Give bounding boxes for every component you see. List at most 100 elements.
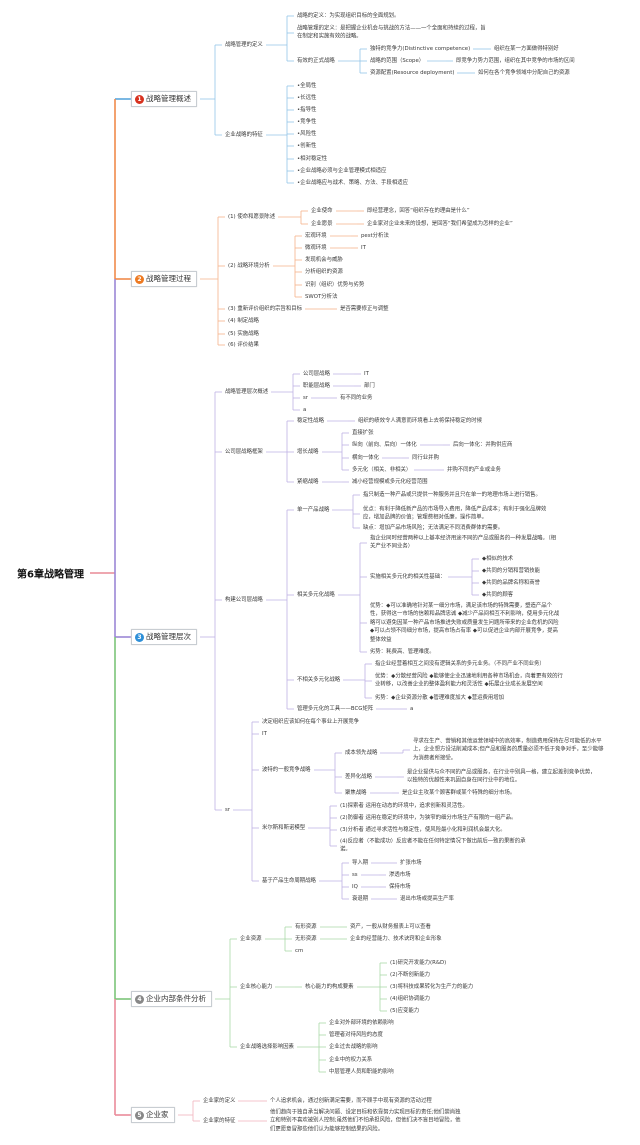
leaf-node[interactable]: 优势：◆可以准确地针对某一细分市场，满足该市场的特殊需要，塑造产品个 性，获得这…	[370, 602, 560, 643]
leaf-node[interactable]: (1)研究开发能力(R&D)	[390, 959, 447, 966]
leaf-node[interactable]: 组织的绩效令人满意而环境看上去将保持稳定的时候	[358, 417, 482, 424]
topic-node[interactable]: IQ	[352, 883, 358, 890]
leaf-node[interactable]: •企业战略应与战术、策略、方法、手段相适应	[297, 179, 408, 186]
leaf-node[interactable]: 减小经营规模或多元化经营范围	[352, 478, 428, 485]
leaf-node[interactable]: ◆共同的分销和营销技能	[482, 567, 541, 574]
leaf-node[interactable]: 优势：◆分散经营风险 ◆能够使企业迅速地利用各种市场机会，向着更有效的行 业转移…	[375, 673, 563, 688]
topic-node[interactable]: 差异化战略	[345, 773, 372, 780]
leaf-node[interactable]: 指只制造一种产品或只提供一种服务并且只在单一的地理市场上进行销售。	[363, 491, 541, 498]
topic-node[interactable]: 相关多元化战略	[297, 591, 335, 598]
topic-node[interactable]: 实施相关多元化的相关性基础：	[370, 573, 446, 580]
leaf-node[interactable]: 资产，一般从财务报表上可以查看	[350, 923, 431, 930]
leaf-node[interactable]: 保持市场	[389, 883, 411, 890]
leaf-node[interactable]: cm	[295, 947, 304, 954]
topic-node[interactable]: 战略管理的定义	[225, 41, 263, 48]
topic-node[interactable]: 企业使命	[311, 207, 333, 214]
leaf-node[interactable]: 识别（组织）优势与劣势	[305, 281, 365, 288]
leaf-node[interactable]: IT	[262, 730, 267, 737]
topic-node[interactable]: 公司层战略框架	[225, 448, 263, 455]
topic-node[interactable]: sr	[303, 394, 309, 401]
leaf-node[interactable]: 企业的经营能力、技术诀窍和企业形象	[350, 935, 442, 942]
topic-node[interactable]: 单一产品战略	[297, 506, 330, 513]
leaf-node[interactable]: 是企业提供与众不同的产品或服务，在行业中别具一格，建立起差别竞争优势， 以独特的…	[407, 769, 596, 784]
topic-node[interactable]: 多元化（相关、非相关）	[352, 466, 412, 473]
leaf-node[interactable]: •企业战略必须与企业管理模式相适应	[297, 167, 387, 174]
topic-node[interactable]: 波特的一般竞争战略	[262, 766, 311, 773]
leaf-node[interactable]: 战略的定义：为实现组织目标的全面规划。	[297, 12, 400, 19]
topic-node[interactable]: 企业愿景	[311, 220, 333, 227]
leaf-node[interactable]: (2)防御者 运用在稳定的环境中，为狭窄的细分市场生产有限的一组产品。	[340, 814, 517, 821]
topic-node[interactable]: 米尔斯和斯诺模型	[262, 824, 306, 831]
topic-node[interactable]: 横向一体化	[352, 454, 379, 461]
leaf-node[interactable]: ◆共同的品牌名称和商誉	[482, 579, 541, 586]
leaf-node[interactable]: IT	[361, 244, 366, 251]
leaf-node[interactable]: •创新性	[297, 142, 317, 149]
topic-node[interactable]: 职能层战略	[303, 382, 330, 389]
leaf-node[interactable]: 寻求在生产、营销和其他运营领域中的高效率，制造费用保持在尽可能低的水平 上，企业…	[413, 738, 604, 762]
topic-node[interactable]: 独特的竞争力(Distinctive competence)	[370, 45, 471, 52]
leaf-node[interactable]: 优点：有利于降低新产品的市场导入费用，降低产品成本；有利于强化品牌效 应，增加品…	[363, 506, 547, 521]
leaf-node[interactable]: (2)不断创新能力	[390, 971, 430, 978]
leaf-node[interactable]: 企业中的权力关系	[329, 1056, 373, 1063]
topic-node[interactable]: 企业核心能力	[240, 983, 273, 990]
topic-node[interactable]: 衰退期	[352, 895, 369, 902]
leaf-node[interactable]: •相对稳定性	[297, 155, 328, 162]
leaf-node[interactable]: 即经营理念，回答“组织存在的理由是什么”	[367, 207, 470, 214]
topic-node[interactable]: 有效的正式战略	[297, 57, 335, 64]
topic-node[interactable]: 增长战略	[297, 448, 319, 455]
leaf-node[interactable]: 是企业主攻某个顾客群或某个特殊的细分市场。	[402, 789, 516, 796]
leaf-node[interactable]: (4)组织协调能力	[390, 995, 430, 1002]
topic-node[interactable]: 核心能力的构成要素	[305, 983, 354, 990]
topic-node[interactable]: (2) 战略环境分析	[228, 262, 270, 269]
leaf-node[interactable]: 他们趋向于独自承当解决问题、设定目标和依靠努力实现目标的责任;他们崇尚独 立和特…	[270, 1109, 461, 1133]
topic-node[interactable]: 企业战略选择影响因素	[240, 1043, 294, 1050]
leaf-node[interactable]: (4)反应者（不能成功）反应者不能在任何特定情况下做出前后一致的果断的承 诺。	[340, 838, 526, 853]
leaf-node[interactable]: 企业对外部环境的依赖影响	[329, 1019, 394, 1026]
leaf-node[interactable]: a	[303, 406, 307, 413]
topic-node[interactable]: 紧缩战略	[297, 478, 319, 485]
leaf-node[interactable]: IT	[364, 370, 369, 377]
topic-node[interactable]: 企业家的特征	[203, 1117, 236, 1124]
leaf-node[interactable]: (4) 制定战略	[228, 317, 259, 324]
leaf-node[interactable]: 扩张市场	[400, 859, 422, 866]
leaf-node[interactable]: (1)探索者 运用在动态的环境中，追求创新和灵活性。	[340, 802, 468, 809]
topic-node[interactable]: 企业战略的特征	[225, 131, 263, 138]
leaf-node[interactable]: •全局性	[297, 82, 317, 89]
leaf-node[interactable]: (5)应变能力	[390, 1007, 420, 1014]
leaf-node[interactable]: 有不同的业务	[340, 394, 373, 401]
leaf-node[interactable]: 劣势：耗费高、管理难度。	[370, 648, 435, 655]
topic-node[interactable]: (3) 重新评价组织的宗旨和目标	[228, 305, 303, 312]
leaf-node[interactable]: a	[410, 705, 414, 712]
topic-node[interactable]: 基于产品生命周期战略	[262, 877, 316, 884]
leaf-node[interactable]: ◆共同的顾客	[482, 591, 514, 598]
leaf-node[interactable]: 战略管理的定义：是把握企业机会与挑战的方法——一个全面和持续的过程，旨 在制定和…	[297, 25, 486, 40]
leaf-node[interactable]: 决定组织应该如何在每个事业上开展竞争	[262, 718, 360, 725]
topic-node[interactable]: 无形资源	[295, 935, 317, 942]
leaf-node[interactable]: (3)将科技成果转化为生产力的能力	[390, 983, 474, 990]
leaf-node[interactable]: 中层管理人员和职能的影响	[329, 1068, 394, 1075]
leaf-node[interactable]: •风险性	[297, 130, 317, 137]
leaf-node[interactable]: ◆相似的技术	[482, 555, 514, 562]
leaf-node[interactable]: 劣势：◆企业资源分散 ◆管理难度加大 ◆营运费用增加	[375, 694, 505, 701]
leaf-node[interactable]: 即竞争力势力范围，组织在其中竞争的市场的区间	[456, 57, 575, 64]
topic-node[interactable]: (1) 使命和愿景陈述	[228, 213, 276, 220]
topic-node[interactable]: 资源配置(Resource deployment)	[370, 69, 455, 76]
leaf-node[interactable]: (6) 评价结果	[228, 341, 259, 348]
topic-node[interactable]: 微观环境	[305, 244, 327, 251]
topic-node[interactable]: 战略管理层次概述	[225, 388, 269, 395]
leaf-node[interactable]: 后向一体化：并购供应商	[453, 441, 513, 448]
topic-node[interactable]: 企业家的定义	[203, 1097, 236, 1104]
leaf-node[interactable]: 管理者对待风险的态度	[329, 1031, 383, 1038]
leaf-node[interactable]: •长远性	[297, 94, 317, 101]
topic-node[interactable]: sr	[225, 806, 231, 813]
leaf-node[interactable]: 指企业经营着相互之间没有逻辑关系的多元业务。（不同产业不同业务）	[375, 660, 545, 667]
leaf-node[interactable]: 发现机会与威胁	[305, 256, 343, 263]
leaf-node[interactable]: •指导性	[297, 106, 317, 113]
leaf-node[interactable]: 如何在各个竞争领域中分配自己的资源	[478, 69, 570, 76]
topic-node[interactable]: 纵向（前向、后向）一体化	[352, 441, 417, 448]
